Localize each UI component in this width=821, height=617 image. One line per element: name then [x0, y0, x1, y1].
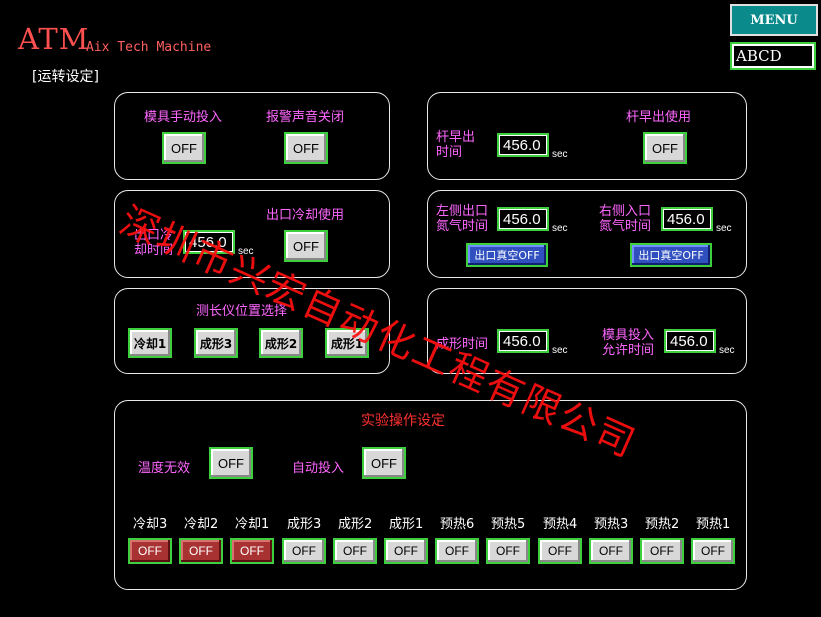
logo-atm: ATM	[18, 22, 90, 56]
station-label: 冷却3	[133, 517, 168, 532]
station-label: 预热4	[543, 517, 578, 532]
station-toggle[interactable]: OFF	[128, 538, 172, 564]
form-time-unit: sec	[552, 345, 568, 356]
station-toggle[interactable]: OFF	[333, 538, 377, 564]
panel-rod-early	[427, 92, 747, 180]
auto-input-toggle[interactable]: OFF	[362, 447, 406, 479]
station-label: 预热1	[696, 517, 731, 532]
alarm-sound-label: 报警声音关闭	[266, 110, 345, 125]
station-label: 冷却2	[184, 517, 219, 532]
station-label: 预热5	[491, 517, 526, 532]
rod-early-time-unit: sec	[552, 149, 568, 160]
station-label: 冷却1	[235, 517, 270, 532]
outlet-cool-time-label: 出口冷 却时间	[134, 228, 174, 258]
rod-early-time-input[interactable]: 456.0	[497, 133, 549, 157]
panel-experiment	[114, 400, 747, 590]
menu-button[interactable]: MENU	[730, 4, 818, 36]
station-toggle[interactable]: OFF	[538, 538, 582, 564]
mold-allow-input[interactable]: 456.0	[664, 329, 716, 353]
outlet-cool-use-toggle[interactable]: OFF	[284, 230, 328, 262]
user-field[interactable]: ABCD	[730, 42, 816, 70]
station-toggle[interactable]: OFF	[435, 538, 479, 564]
form-time-input[interactable]: 456.0	[497, 329, 549, 353]
station-toggle[interactable]: OFF	[640, 538, 684, 564]
mold-allow-unit: sec	[719, 345, 735, 356]
station-toggle[interactable]: OFF	[179, 538, 223, 564]
mold-manual-label: 模具手动投入	[144, 110, 223, 125]
station-label: 成形3	[287, 517, 322, 532]
outlet-cool-time-unit: sec	[238, 246, 254, 257]
gauge-pos-form3-button[interactable]: 成形3	[194, 328, 238, 358]
left-n2-label: 左侧出口 氮气时间	[436, 204, 489, 234]
panel-form-time	[427, 288, 747, 374]
station-toggle[interactable]: OFF	[486, 538, 530, 564]
station-label: 预热6	[440, 517, 475, 532]
temp-invalid-label: 温度无效	[138, 461, 191, 476]
auto-input-label: 自动投入	[292, 461, 345, 476]
mold-manual-toggle[interactable]: OFF	[162, 132, 206, 164]
right-n2-unit: sec	[716, 223, 732, 234]
station-toggle[interactable]: OFF	[230, 538, 274, 564]
experiment-title: 实验操作设定	[361, 413, 445, 429]
gauge-position-title: 测长仪位置选择	[196, 304, 288, 319]
outlet-cool-time-input[interactable]: 456.0	[183, 230, 235, 254]
station-label: 预热3	[594, 517, 629, 532]
panel-nitrogen	[427, 190, 747, 278]
left-n2-unit: sec	[552, 223, 568, 234]
gauge-pos-form2-button[interactable]: 成形2	[259, 328, 303, 358]
gauge-pos-cool1-button[interactable]: 冷却1	[128, 328, 172, 358]
station-toggle[interactable]: OFF	[384, 538, 428, 564]
rod-early-time-label: 杆早出 时间	[436, 130, 476, 160]
station-toggle[interactable]: OFF	[691, 538, 735, 564]
panel-manual-alarm	[114, 92, 390, 180]
right-n2-input[interactable]: 456.0	[661, 207, 713, 231]
right-vacuum-button[interactable]: 出口真空OFF	[630, 243, 712, 267]
page-title: [运转设定]	[32, 69, 99, 85]
station-label: 成形2	[338, 517, 373, 532]
station-toggle[interactable]: OFF	[282, 538, 326, 564]
company-name: Aix Tech Machine	[86, 40, 212, 55]
form-time-label: 成形时间	[436, 337, 489, 352]
station-toggle[interactable]: OFF	[589, 538, 633, 564]
left-vacuum-button[interactable]: 出口真空OFF	[466, 243, 548, 267]
panel-outlet-cool	[114, 190, 390, 278]
right-n2-label: 右侧入口 氮气时间	[599, 204, 652, 234]
panel-gauge-position	[114, 288, 390, 374]
mold-allow-label: 模具投入 允许时间	[602, 328, 655, 358]
rod-early-use-toggle[interactable]: OFF	[643, 132, 687, 164]
station-label: 预热2	[645, 517, 680, 532]
station-label: 成形1	[389, 517, 424, 532]
rod-early-use-label: 杆早出使用	[626, 110, 692, 125]
gauge-pos-form1-button[interactable]: 成形1	[325, 328, 369, 358]
temp-invalid-toggle[interactable]: OFF	[209, 447, 253, 479]
left-n2-input[interactable]: 456.0	[497, 207, 549, 231]
outlet-cool-use-label: 出口冷却使用	[266, 208, 345, 223]
alarm-sound-toggle[interactable]: OFF	[284, 132, 328, 164]
